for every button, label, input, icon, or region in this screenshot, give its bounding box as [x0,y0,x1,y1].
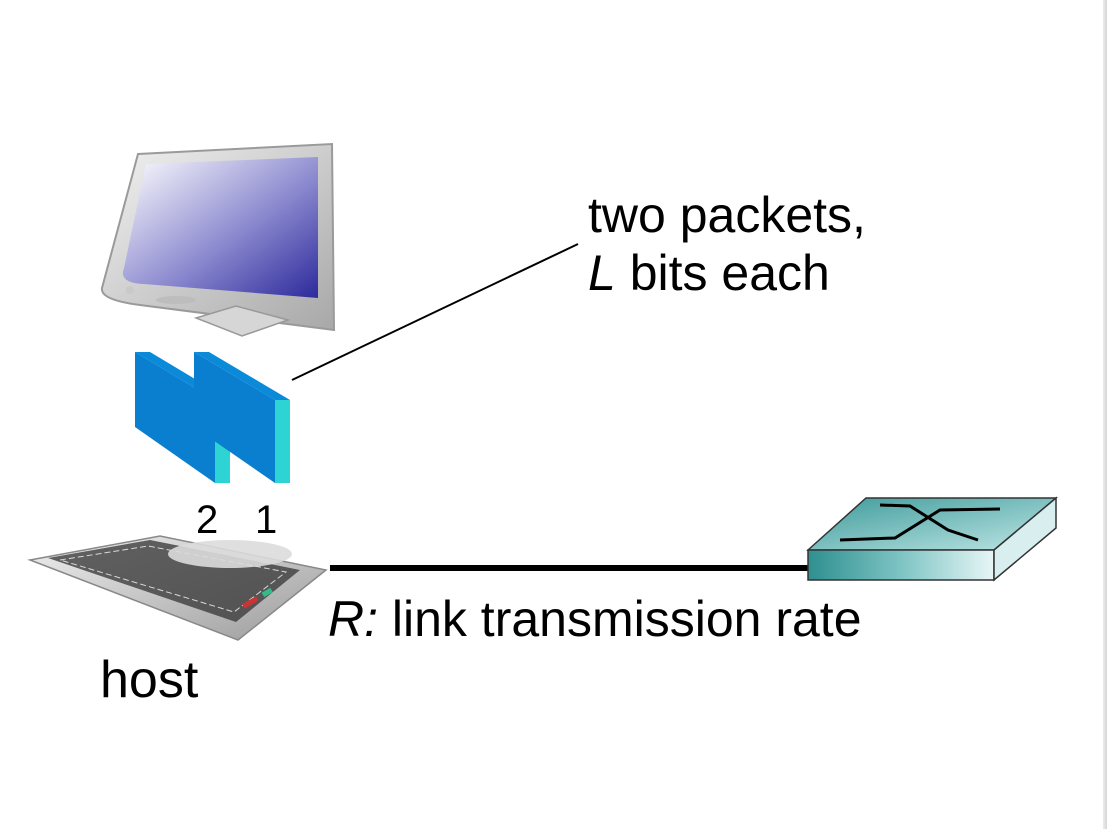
annotation-line-1: two packets, [588,187,866,243]
packet-number-2: 2 [196,498,219,542]
host-label: host [100,651,199,709]
annotation-leader-line [291,243,579,381]
annotation-line-2: L bits each [588,244,866,302]
link-rate-label: R: link transmission rate [328,590,862,648]
packet-length-variable: L [588,245,616,301]
packets-annotation: two packets, L bits each [588,186,866,302]
page-edge [1103,0,1107,829]
keyboard-icon [27,535,328,641]
rate-variable: R: [328,591,378,647]
router-icon [806,496,1059,582]
rate-description: link transmission rate [378,591,862,647]
packet-1 [194,352,290,483]
annotation-line-2-text: bits each [615,245,830,301]
desktop-monitor-icon [100,142,336,337]
packet-number-1: 1 [255,498,278,542]
